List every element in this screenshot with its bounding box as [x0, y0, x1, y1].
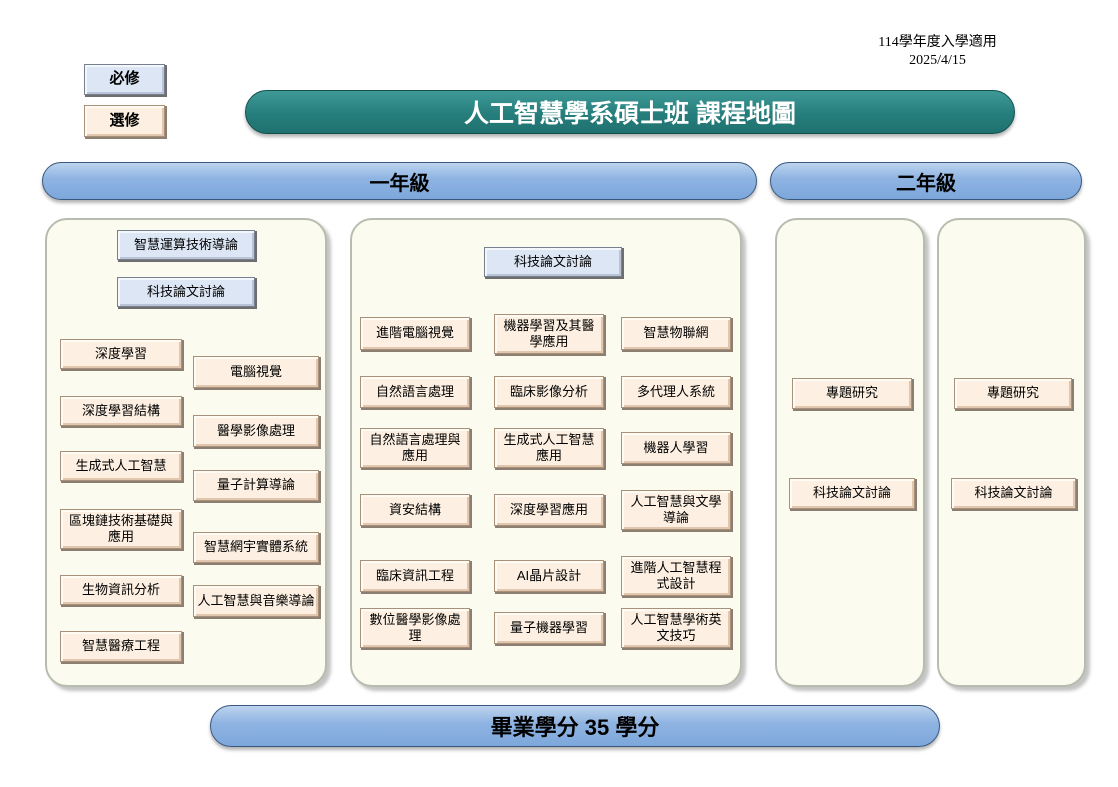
course-button[interactable]: 智慧運算技術導論 [117, 230, 255, 260]
course-button[interactable]: 自然語言處理與應用 [360, 428, 470, 468]
course-button[interactable]: 人工智慧與音樂導論 [193, 585, 319, 617]
course-button[interactable]: 生成式人工智慧 [60, 451, 182, 481]
course-button[interactable]: 多代理人系統 [621, 376, 731, 408]
page-title: 人工智慧學系碩士班 課程地圖 [245, 90, 1015, 134]
year1-sem1-panel: 智慧運算技術導論 科技論文討論 深度學習 深度學習結構 生成式人工智慧 區塊鏈技… [45, 218, 327, 687]
course-button[interactable]: 專題研究 [792, 378, 912, 409]
course-button[interactable]: 臨床資訊工程 [360, 560, 470, 592]
year2-sem2-panel: 專題研究 科技論文討論 [937, 218, 1086, 687]
course-button[interactable]: 臨床影像分析 [494, 376, 604, 408]
course-button[interactable]: 科技論文討論 [951, 478, 1076, 509]
year1-header: 一年級 [42, 162, 757, 200]
course-button[interactable]: 深度學習結構 [60, 396, 182, 426]
course-button[interactable]: 科技論文討論 [484, 247, 622, 277]
course-button[interactable]: 量子計算導論 [193, 470, 319, 501]
course-button[interactable]: 智慧網宇實體系統 [193, 532, 319, 563]
course-button[interactable]: 量子機器學習 [494, 612, 604, 644]
course-button[interactable]: 深度學習 [60, 339, 182, 369]
course-button[interactable]: 醫學影像處理 [193, 415, 319, 447]
course-button[interactable]: 人工智慧與文學導論 [621, 490, 731, 530]
course-button[interactable]: 數位醫學影像處理 [360, 608, 470, 648]
note-line-2: 2025/4/15 [909, 53, 966, 69]
year2-sem1-panel: 專題研究 科技論文討論 [775, 218, 925, 687]
course-button[interactable]: 進階人工智慧程式設計 [621, 556, 731, 596]
graduation-credits-banner: 畢業學分 35 學分 [210, 705, 940, 747]
course-button[interactable]: 進階電腦視覺 [360, 317, 470, 350]
applicable-year-note: 114學年度入學適用 2025/4/15 [845, 34, 1030, 70]
course-button[interactable]: 資安結構 [360, 494, 470, 526]
course-button[interactable]: 科技論文討論 [117, 277, 255, 307]
course-button[interactable]: 區塊鏈技術基礎與應用 [60, 509, 182, 549]
course-button[interactable]: 智慧物聯網 [621, 317, 731, 350]
course-button[interactable]: 生成式人工智慧應用 [494, 428, 604, 468]
course-button[interactable]: 機器學習及其醫學應用 [494, 314, 604, 354]
course-button[interactable]: 專題研究 [954, 378, 1072, 409]
note-line-1: 114學年度入學適用 [878, 35, 997, 50]
course-button[interactable]: 機器人學習 [621, 432, 731, 464]
course-button[interactable]: 科技論文討論 [789, 478, 915, 509]
course-button[interactable]: 自然語言處理 [360, 376, 470, 408]
course-button[interactable]: 深度學習應用 [494, 494, 604, 526]
legend-required-button[interactable]: 必修 [84, 64, 165, 95]
course-button[interactable]: 智慧醫療工程 [60, 631, 182, 662]
course-button[interactable]: AI晶片設計 [494, 560, 604, 592]
legend-elective-button[interactable]: 選修 [84, 105, 165, 137]
course-button[interactable]: 人工智慧學術英文技巧 [621, 608, 731, 648]
year2-header: 二年級 [770, 162, 1082, 200]
course-button[interactable]: 電腦視覺 [193, 356, 319, 388]
course-button[interactable]: 生物資訊分析 [60, 575, 182, 605]
year1-sem2-panel: 科技論文討論 進階電腦視覺 機器學習及其醫學應用 智慧物聯網 自然語言處理 臨床… [350, 218, 742, 687]
